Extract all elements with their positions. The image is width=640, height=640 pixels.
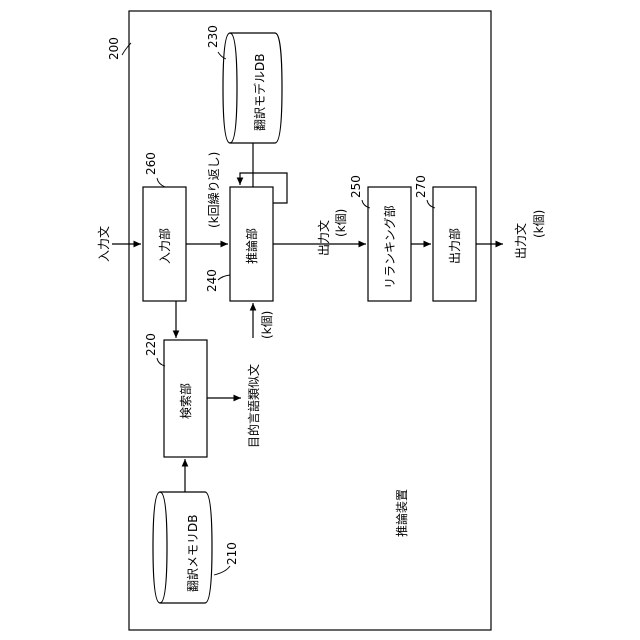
translation-memory-db: 翻訳メモリDB	[153, 492, 212, 603]
reranking-unit-label: リランキング部	[382, 205, 397, 289]
inference-unit-label: 推論部	[244, 228, 259, 264]
output-unit-label: 出力部	[447, 228, 462, 264]
output-sentence-label-2: 出力文	[513, 223, 528, 259]
output-sentence-label-1: 出力文	[316, 220, 331, 256]
inference-unit-id: 240	[205, 269, 219, 292]
device-id: 200	[107, 37, 121, 60]
similar-sentence-label: 目的言語類似文	[246, 364, 261, 448]
input-sentence-label: 入力文	[96, 226, 111, 262]
k-count-label-1: (k個)	[334, 209, 348, 237]
translation-memory-db-id: 210	[225, 542, 239, 565]
translation-model-db-label: 翻訳モデルDB	[252, 54, 267, 131]
k-count-label-2: (k個)	[532, 210, 546, 238]
reranking-unit-id: 250	[349, 175, 363, 198]
k-count-label-3: (k個)	[260, 311, 274, 339]
device-leader-line	[122, 43, 131, 55]
input-unit-label: 入力部	[157, 228, 172, 264]
device-name: 推論装置	[394, 489, 409, 537]
translation-model-db-id: 230	[206, 25, 220, 48]
search-unit-id: 220	[144, 333, 158, 356]
repeat-k-label: (k回繰り返し)	[207, 152, 221, 228]
translation-memory-db-label: 翻訳メモリDB	[185, 515, 200, 592]
translation-model-db: 翻訳モデルDB	[223, 33, 282, 143]
search-unit-label: 検索部	[178, 383, 193, 419]
input-unit-id: 260	[144, 152, 158, 175]
output-unit-id: 270	[414, 175, 428, 198]
